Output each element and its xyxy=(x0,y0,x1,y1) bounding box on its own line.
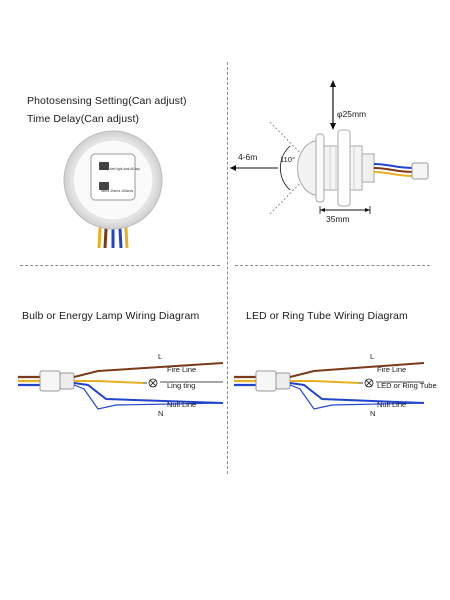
dial-panel xyxy=(90,153,136,201)
horizontal-divider-left xyxy=(20,265,220,266)
diameter-arrow xyxy=(330,80,336,130)
led-wiring-diagram xyxy=(234,362,425,410)
vertical-divider xyxy=(227,62,228,474)
bulb-output-wires xyxy=(73,362,224,410)
sensor-front-view xyxy=(63,130,163,249)
led-diagram-title: LED or Ring Tube Wiring Diagram xyxy=(246,310,408,322)
led-lamp-icon xyxy=(364,378,374,388)
bulb-input-wires xyxy=(18,375,40,387)
angle-label: 110° xyxy=(280,155,295,164)
bulb-line-l: L xyxy=(158,352,163,361)
bulb-null-line: Null Line xyxy=(167,400,197,409)
bulb-wiring-diagram xyxy=(18,362,224,410)
led-connector xyxy=(255,370,277,392)
time-delay-dial[interactable] xyxy=(99,182,109,190)
led-line-n: N xyxy=(370,409,376,418)
locking-nut xyxy=(337,129,351,207)
time-delay-label: Time Delay(Can adjust) xyxy=(27,113,140,125)
bulb-connector xyxy=(39,370,61,392)
led-output-wires xyxy=(289,362,425,410)
sensor-back xyxy=(361,153,375,183)
led-null-line: Null Line xyxy=(377,400,407,409)
side-view-wires xyxy=(373,162,429,180)
bulb-load-label: Ling ting xyxy=(167,381,196,390)
range-label: 4-6m xyxy=(238,152,258,162)
led-line-l: L xyxy=(370,352,375,361)
sensor-side-view xyxy=(230,80,429,215)
led-connector-plug xyxy=(275,372,291,390)
bulb-fire-line: Fire Line xyxy=(167,365,197,374)
bulb-diagram-title: Bulb or Energy Lamp Wiring Diagram xyxy=(22,310,200,322)
front-ring xyxy=(315,133,325,203)
led-load-label: LED or Ring Tube xyxy=(377,381,437,390)
dial-upper-text: Deep dark light dark All day xyxy=(101,167,140,171)
range-arrow xyxy=(230,165,278,171)
bulb-lamp-icon xyxy=(148,378,158,388)
led-fire-line: Fire Line xyxy=(377,365,407,374)
dial-lower-text: 5secs 40secs 160secs xyxy=(101,189,134,193)
horizontal-divider-right xyxy=(235,265,430,266)
diameter-label: φ25mm xyxy=(337,109,367,119)
led-input-wires xyxy=(234,375,256,387)
photosensing-dial[interactable] xyxy=(99,162,109,170)
length-arrow xyxy=(319,206,371,214)
length-label: 35mm xyxy=(326,214,350,224)
bulb-connector-plug xyxy=(59,372,75,390)
photosensing-label: Photosensing Setting(Can adjust) xyxy=(27,95,187,107)
bulb-line-n: N xyxy=(158,409,164,418)
